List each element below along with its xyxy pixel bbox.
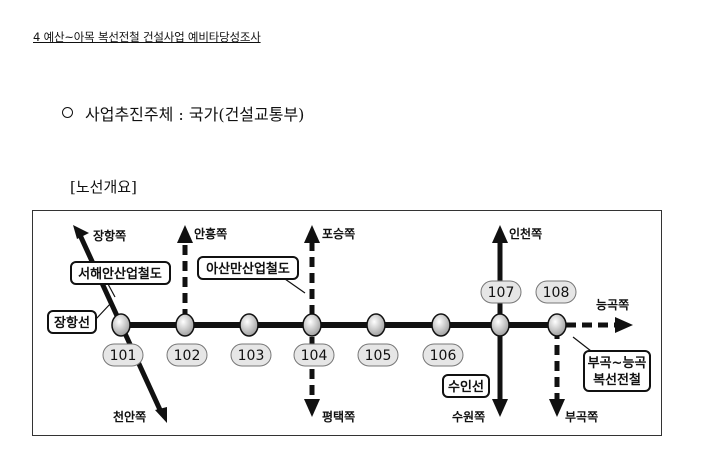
station-node-103 (239, 313, 259, 337)
project-owner-line: 사업추진주체 : 국가(건설교통부) (62, 101, 304, 125)
label-cheonan-direction: 천안쪽 (113, 409, 146, 424)
poseung-arrow-icon (304, 225, 320, 243)
station-node-106 (431, 313, 451, 337)
label-bugok-direction: 부곡쪽 (565, 410, 598, 424)
label-neunggok-direction: 능곡쪽 (596, 298, 629, 312)
station-label-102: 102 (174, 348, 201, 364)
asanman-line-box: 아산만산업철도 (197, 256, 299, 280)
seohae-line-label: 서해안산업철도 (78, 266, 162, 282)
station-label-101: 101 (110, 348, 137, 364)
station-labels: 101 102 103 104 105 106 107 108 (102, 280, 577, 367)
bugok-arrow-icon (549, 399, 565, 417)
route-diagram-svg: 101 102 103 104 105 106 107 108 장항쪽 안흥쪽 … (47, 225, 651, 424)
station-node-107 (490, 313, 510, 337)
asanman-leader-line (284, 278, 306, 294)
circle-bullet-icon (62, 107, 73, 118)
station-node-102 (175, 313, 195, 337)
suin-line-box: 수인선 (442, 374, 490, 398)
station-label-103: 103 (238, 348, 265, 364)
station-label-108: 108 (543, 285, 570, 301)
incheon-arrow-icon (492, 225, 508, 243)
janghang-line-box: 장항선 (47, 310, 97, 334)
station-label-104: 104 (301, 348, 328, 364)
station-node-108 (547, 313, 567, 337)
anheung-arrow-icon (177, 225, 193, 243)
route-overview-label: [노선개요] (70, 178, 137, 196)
label-pyeongtaek-direction: 평택쪽 (322, 409, 355, 424)
label-incheon-direction: 인천쪽 (509, 226, 542, 241)
station-node-101 (111, 313, 131, 337)
bugok-neunggok-leader-line (572, 336, 592, 352)
label-janghang-direction: 장항쪽 (93, 228, 126, 243)
label-suwon-direction: 수원쪽 (452, 410, 485, 424)
station-label-105: 105 (365, 348, 392, 364)
station-nodes (111, 313, 567, 337)
bugok-neunggok-label-2: 복선전철 (593, 372, 641, 388)
station-label-107: 107 (488, 285, 515, 301)
pyeongtaek-arrow-icon (304, 399, 320, 417)
janghang-line-label: 장항선 (54, 315, 90, 331)
asanman-line-label: 아산만산업철도 (206, 261, 290, 277)
station-label-106: 106 (430, 348, 457, 364)
project-owner-text: 사업추진주체 : 국가(건설교통부) (85, 105, 305, 124)
suin-line-label: 수인선 (448, 379, 484, 395)
document-header: 4 예산~아목 복선전철 건설사업 예비타당성조사 (33, 30, 261, 44)
janghang-arrow-icon (73, 225, 89, 239)
janghang-leader-line (95, 302, 112, 320)
route-diagram: 101 102 103 104 105 106 107 108 장항쪽 안흥쪽 … (32, 210, 662, 436)
label-anheung-direction: 안흥쪽 (194, 226, 227, 241)
bugok-neunggok-label-1: 부곡~능곡 (588, 356, 647, 371)
suwon-arrow-icon (492, 399, 508, 417)
neunggok-arrow-icon (615, 317, 633, 333)
bugok-neunggok-line-box: 부곡~능곡 복선전철 (583, 350, 651, 392)
cheonan-arrow-icon (155, 407, 167, 423)
station-node-104 (302, 313, 322, 337)
seohae-line-box: 서해안산업철도 (70, 261, 171, 285)
label-poseung-direction: 포승쪽 (322, 227, 355, 241)
seohae-leader-line (107, 283, 116, 298)
station-node-105 (366, 313, 386, 337)
